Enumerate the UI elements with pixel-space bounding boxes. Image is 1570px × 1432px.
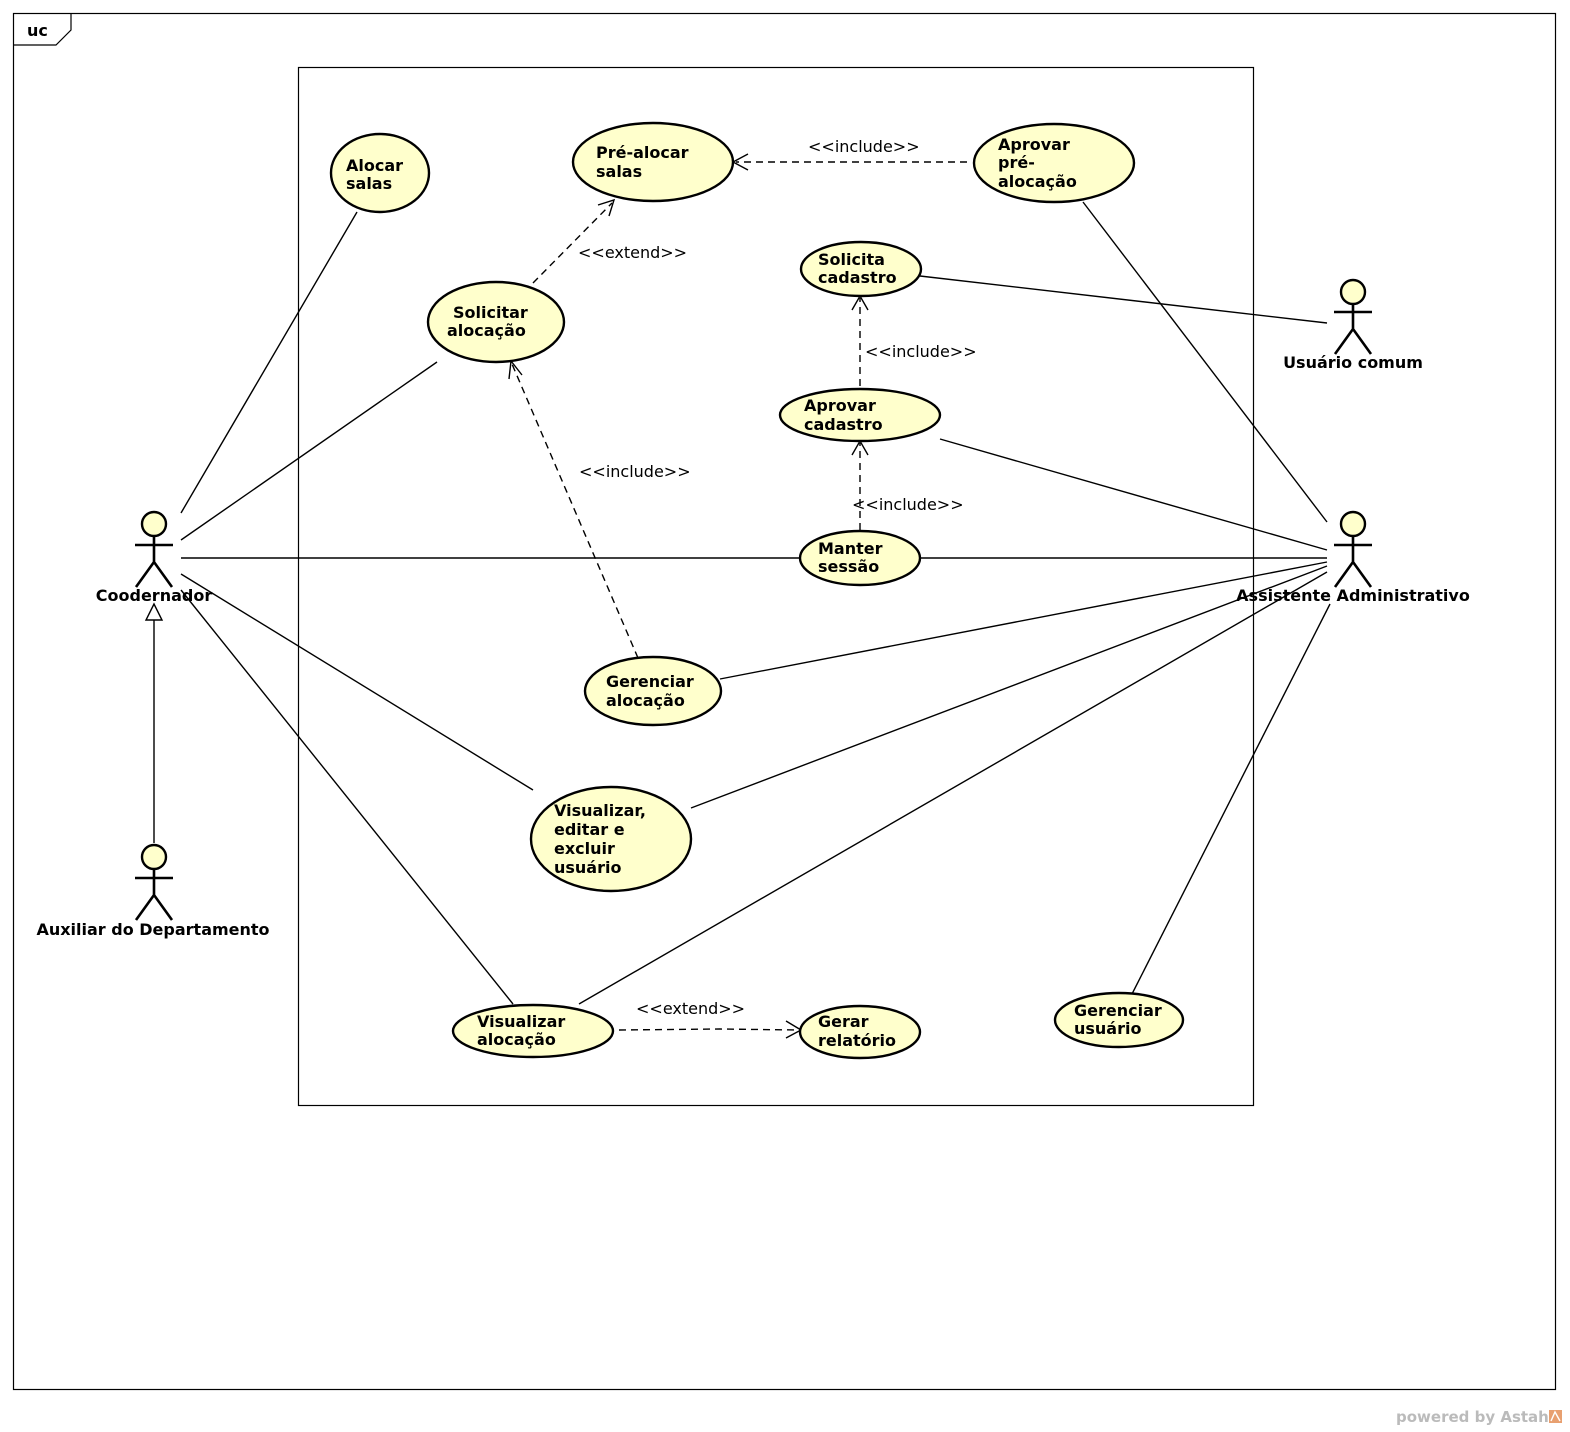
actor-usuario-comum[interactable]: Usuário comum [1283, 278, 1423, 372]
dependencies [508, 153, 967, 1039]
use-case-label: Gerenciar usuário [1074, 1001, 1167, 1038]
use-case-label: Solicitar alocação [447, 303, 533, 340]
actor-head-icon [140, 510, 168, 538]
actor-head-icon [1339, 278, 1367, 306]
stereotype-include-solicita-cadastro: <<include>> [865, 342, 977, 361]
assoc-assistente-gerenciar-alocacao [719, 561, 1328, 680]
use-case-label: Visualizar, editar e excluir usuário [554, 801, 652, 877]
actor-name: Usuário comum [1283, 353, 1423, 372]
actor-assistente-administrativo[interactable]: Assistente Administrativo [1236, 510, 1470, 605]
actor-body-icon [1333, 304, 1373, 355]
actor-body-icon [1333, 536, 1373, 588]
assoc-assistente-aprovar-cadastro [939, 438, 1328, 551]
actor-name: Auxiliar do Departamento [36, 920, 269, 939]
actor-body-icon [134, 869, 174, 921]
use-case-gerar-relatorio[interactable]: Gerar relatório [798, 1004, 922, 1060]
actor-name: Coodernador [96, 586, 213, 605]
use-case-solicita-cadastro[interactable]: Solicita cadastro [799, 240, 923, 298]
stereotype-include-gerenciar-alocacao: <<include>> [579, 462, 691, 481]
diagram-frame [12, 12, 1557, 1391]
assoc-assistente-gerenciar-usuario [1131, 603, 1331, 995]
use-case-label: Solicita cadastro [818, 250, 897, 287]
use-case-label: Alocar salas [346, 156, 409, 193]
stereotype-extend-relatorio: <<extend>> [636, 999, 745, 1018]
actor-coordenador[interactable]: Coodernador [96, 510, 213, 605]
frame-label: uc [27, 21, 48, 40]
stereotype-include-aprovar-cadastro: <<include>> [852, 495, 964, 514]
use-case-gerenciar-usuario[interactable]: Gerenciar usuário [1053, 991, 1185, 1049]
actor-name: Assistente Administrativo [1236, 586, 1470, 605]
assoc-coordenador-alocar-salas [180, 211, 358, 514]
assoc-assistente-visualizar-alocacao [578, 571, 1328, 1005]
use-case-pre-alocar-salas[interactable]: Pré-alocar salas [571, 121, 735, 203]
actor-head-icon [1339, 510, 1367, 538]
assoc-coordenador-visualizar-usuario [180, 573, 534, 791]
use-case-label: Visualizar alocação [477, 1012, 571, 1049]
astah-logo-icon [1549, 1410, 1562, 1423]
use-case-alocar-salas[interactable]: Alocar salas [329, 132, 431, 214]
use-case-label: Manter sessão [818, 539, 888, 576]
use-case-label: Pré-alocar salas [596, 143, 694, 181]
use-case-label: Gerenciar alocação [606, 672, 699, 710]
generalization-arrowhead [144, 602, 164, 621]
system-boundary [297, 66, 1255, 1107]
use-case-aprovar-cadastro[interactable]: Aprovar cadastro [778, 387, 942, 443]
actor-head-icon [140, 843, 168, 871]
dep-extend-relatorio [618, 1028, 799, 1031]
frame-label-tab [13, 13, 72, 46]
assoc-assistente-aprovar-pre-alocacao [1082, 201, 1328, 523]
powered-by-watermark: powered by Astah [1396, 1408, 1549, 1426]
assoc-coordenador-visualizar-alocacao [180, 589, 514, 1005]
use-case-label: Aprovar pré- alocação [998, 135, 1077, 191]
use-case-visualizar-editar-excluir-usuario[interactable]: Visualizar, editar e excluir usuário [529, 785, 693, 893]
use-case-aprovar-pre-alocacao[interactable]: Aprovar pré- alocação [972, 122, 1136, 204]
assoc-coordenador-solicitar-alocacao [180, 361, 438, 541]
assoc-assistente-visualizar-usuario [690, 565, 1328, 809]
stereotype-extend-solicitar: <<extend>> [578, 243, 687, 262]
use-case-label: Gerar relatório [818, 1012, 896, 1050]
actor-auxiliar-departamento[interactable]: Auxiliar do Departamento [36, 843, 270, 939]
use-case-visualizar-alocacao[interactable]: Visualizar alocação [451, 1003, 615, 1059]
use-case-solicitar-alocacao[interactable]: Solicitar alocação [426, 280, 566, 364]
use-case-label: Aprovar cadastro [804, 396, 883, 434]
use-case-gerenciar-alocacao[interactable]: Gerenciar alocação [583, 655, 723, 727]
actor-body-icon [134, 536, 174, 588]
generalization-auxiliar-coordenador [144, 602, 164, 843]
associations [180, 201, 1331, 1005]
use-case-manter-sessao[interactable]: Manter sessão [798, 529, 922, 587]
dep-extend-solicitar-pre-alocar [532, 202, 613, 284]
dep-include-gerenciar-alocacao [511, 363, 639, 659]
assoc-usuario-comum-solicita-cadastro [919, 275, 1328, 324]
stereotype-include-pre-alocacao: <<include>> [808, 137, 920, 156]
